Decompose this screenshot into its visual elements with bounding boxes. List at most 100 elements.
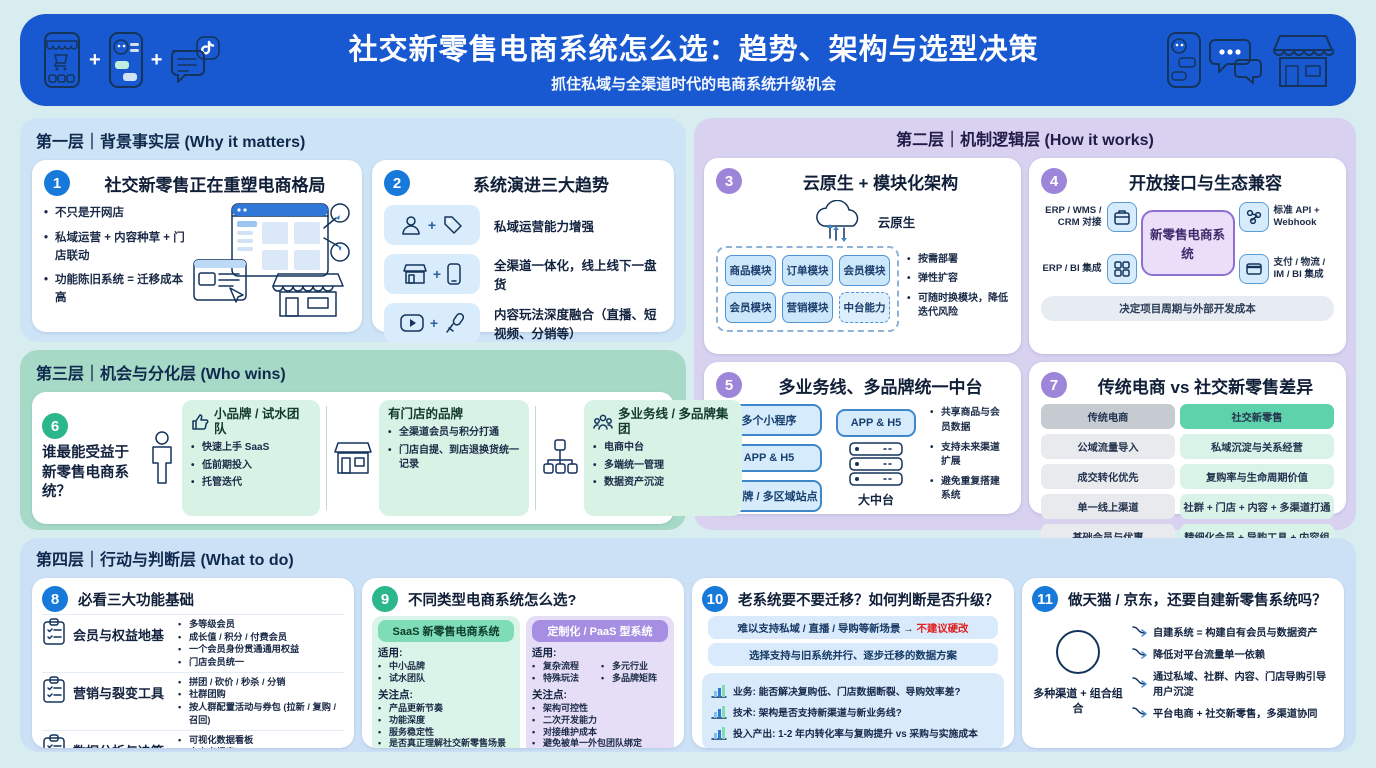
branch-list: 自建系统 = 构建自有会员与数据资产 降低对平台流量单一依赖 通过私域、社群、内… — [1132, 624, 1334, 720]
bullet: 多等级会员 — [178, 618, 344, 631]
cloud-icon — [810, 200, 868, 242]
section-what-to-do: 第四层｜行动与判断层 (What to do) 8 必看三大功能基础 会员与权益… — [20, 538, 1356, 752]
module-box: 营销模块 — [782, 292, 833, 323]
module-diagram: 商品模块 订单模块 会员模块 会员模块 营销模块 中台能力 — [716, 246, 899, 332]
api-right-column: 标准 API + Webhook 支付 / 物流 / IM / BI 集成 — [1238, 202, 1335, 284]
branch-item: 通过私域、社群、内容、门店导购引导用户沉淀 — [1132, 668, 1334, 698]
bullet: 门店自提、到店退换货统一记录 — [388, 444, 520, 473]
bullet: 按需部署 — [907, 253, 1009, 268]
api-left-column: ERP / WMS / CRM 对接 ERP / BI 集成 — [1041, 202, 1137, 284]
bullet: 自定义报表 — [178, 746, 344, 748]
badge-number: 5 — [716, 372, 742, 398]
feature-label: 数据分析与决策 — [73, 734, 171, 749]
bullet: 托管迭代 — [191, 476, 311, 491]
bullet-list: 拼团 / 砍价 / 秒杀 / 分销 社群团购 按人群配置活动与券包 (拉新 / … — [178, 676, 344, 727]
tiktok-chat-icon — [169, 35, 221, 85]
segment-title: 多业务线 / 多品牌集团 — [618, 407, 729, 436]
integration-label: ERP / BI 集成 — [1042, 262, 1102, 274]
card-three-foundations: 8 必看三大功能基础 会员与权益地基 多等级会员 成长值 / 积分 / 付费会员… — [32, 578, 354, 748]
server-icon — [848, 441, 904, 487]
bullet-list: 共享商品与会员数据 支持未来渠道扩展 避免重复搭建系统 — [930, 406, 1009, 509]
card-reshaping-ecommerce: 1 社交新零售正在重塑电商格局 不只是开网店 私域运营 + 内容种草 + 门店联… — [32, 160, 362, 332]
check-row: 业务: 能否解决复购低、门店数据断裂、导购效率差? — [711, 680, 995, 701]
person-figure-icon — [148, 431, 176, 485]
trend-text: 私域运营能力增强 — [494, 219, 595, 234]
bullet: 特殊玩法 — [532, 673, 599, 685]
bullet: 弹性扩容 — [907, 272, 1009, 287]
microphone-icon — [444, 312, 465, 334]
check-row: 投入产出: 1-2 年内转化率与复购提升 vs 采购与实施成本 — [711, 722, 995, 743]
bullet: 服务稳定性 — [378, 727, 514, 739]
saas-header: SaaS 新零售电商系统 — [378, 620, 514, 642]
segment-title: 有门店的品牌 — [388, 407, 464, 421]
focus-label: 关注点: — [378, 688, 413, 701]
phone-icon — [447, 263, 461, 285]
badge-number: 9 — [372, 586, 398, 612]
section-why-it-matters: 第一层｜背景事实层 (Why it matters) 1 社交新零售正在重塑电商… — [20, 118, 686, 343]
header-icons-left: + + — [42, 31, 221, 89]
feature-group: 会员与权益地基 多等级会员 成长值 / 积分 / 付费会员 一个会员身份贯通通用… — [42, 614, 344, 672]
clipboard-icon — [42, 676, 66, 704]
bullet-list: 复杂流程 多元行业 特殊玩法 多品牌矩阵 — [532, 661, 668, 685]
bullet-list: 按需部署 弹性扩容 可随时换模块，降低迭代风险 — [907, 253, 1009, 326]
trend-row: + 内容玩法深度融合（直播、短视频、分销等） — [384, 303, 662, 343]
card-title: 多业务线、多品牌统一中台 — [778, 377, 983, 397]
plus-icon: + — [150, 48, 163, 71]
bullet: 中小品牌 — [378, 661, 514, 673]
check-row: 技术: 架构是否支持新渠道与新业务线? — [711, 701, 995, 722]
branch-item: 平台电商 + 社交新零售，多渠道协同 — [1132, 705, 1334, 720]
badge-number: 1 — [44, 170, 70, 196]
badge-number: 8 — [42, 586, 68, 612]
feature-label: 营销与裂变工具 — [73, 685, 165, 701]
bullet: 可视化数据看板 — [178, 734, 344, 747]
card-title: 社交新零售正在重塑电商格局 — [104, 175, 326, 195]
bullet: 多品牌矩阵 — [601, 673, 668, 685]
integration-label: ERP / WMS / CRM 对接 — [1045, 204, 1102, 228]
card-unified-middle-platform: 5 多业务线、多品牌统一中台 多个小程序 APP & H5 多品牌 / 多区域站… — [704, 362, 1021, 514]
bullet: 低前期投入 — [191, 459, 311, 474]
icon-pill: + — [384, 254, 480, 294]
bullet: 可随时换模块，降低迭代风险 — [907, 292, 1009, 321]
card-title: 开放接口与生态兼容 — [1129, 173, 1282, 193]
badge-number: 6 — [42, 413, 68, 440]
checklist-box: 业务: 能否解决复购低、门店数据断裂、导购效率差? 技术: 架构是否支持新渠道与… — [702, 673, 1004, 748]
segment-store-brands: 有门店的品牌 全渠道会员与积分打通 门店自提、到店退换货统一记录 — [379, 400, 529, 516]
section-label: 第一层｜背景事实层 (Why it matters) — [36, 134, 306, 151]
bullet: 多元行业 — [601, 661, 668, 673]
module-box: 订单模块 — [782, 255, 833, 286]
card-title: 不同类型电商系统怎么选? — [408, 592, 577, 609]
ecommerce-illustration — [192, 202, 350, 318]
bullet: 私域运营 + 内容种草 + 门店联动 — [44, 230, 186, 266]
segment-small-brands: 小品牌 / 试水团队 快速上手 SaaS 低前期投入 托管迭代 — [182, 400, 320, 516]
divider — [326, 406, 327, 510]
store-icon — [333, 440, 373, 476]
chat-phone-icon — [1166, 31, 1202, 89]
bullet-list: 中小品牌 试水团队 — [378, 661, 514, 685]
bullet: 按人群配置活动与券包 (拉新 / 复购 / 召回) — [178, 701, 344, 726]
header-text: 社交新零售电商系统怎么选：趋势、架构与选型决策 抓住私域与全渠道时代的电商系统升… — [221, 26, 1166, 94]
bullet-list: 可视化数据看板 自定义报表 多门店 / 多组织权限管理 — [178, 734, 344, 749]
card-title: 云原生 + 模块化架构 — [802, 173, 959, 193]
channel-box: APP & H5 — [836, 408, 916, 437]
card-title: 老系统要不要迁移？如何判断是否升级？ — [738, 592, 999, 609]
branch-arrow-icon — [1132, 647, 1148, 660]
bullet-list: 产品更新节奏 功能深度 服务稳定性 是否真正理解社交新零售场景 — [378, 703, 514, 748]
card-self-build-question: 11 做天猫 / 京东，还要自建新零售系统吗？ 多种渠道 + 组合组合 自建系统… — [1022, 578, 1344, 748]
check-text: 业务: 能否解决复购低、门店数据断裂、导购效率差? — [733, 686, 961, 698]
bullet: 避免重复搭建系统 — [930, 475, 1009, 503]
module-box: 会员模块 — [725, 292, 776, 323]
bullet-list: 架构可控性 二次开发能力 对接维护成本 避免被单一外包团队绑定 — [532, 703, 668, 748]
paas-header: 定制化 / PaaS 型系统 — [532, 620, 668, 642]
check-circle-icon — [1054, 628, 1102, 676]
saas-column: SaaS 新零售电商系统 适用: 中小品牌 试水团队 关注点: 产品更新节奏 功… — [372, 616, 520, 748]
bullet: 二次开发能力 — [532, 715, 668, 727]
branch-item: 自建系统 = 构建自有会员与数据资产 — [1132, 624, 1334, 639]
feature-label: 会员与权益地基 — [73, 628, 165, 643]
divider — [535, 406, 536, 510]
fit-label: 适用: — [378, 647, 403, 659]
header-banner: + + 社交新零售电商系统怎么选：趋势、架构与选型决策 抓住私域与全渠道时代的电… — [20, 14, 1356, 106]
bullet: 共享商品与会员数据 — [930, 406, 1009, 434]
bi-grid-icon — [1106, 254, 1137, 284]
branch-arrow-icon — [1132, 706, 1148, 719]
bullet: 拼团 / 砍价 / 秒杀 / 分销 — [178, 676, 344, 689]
